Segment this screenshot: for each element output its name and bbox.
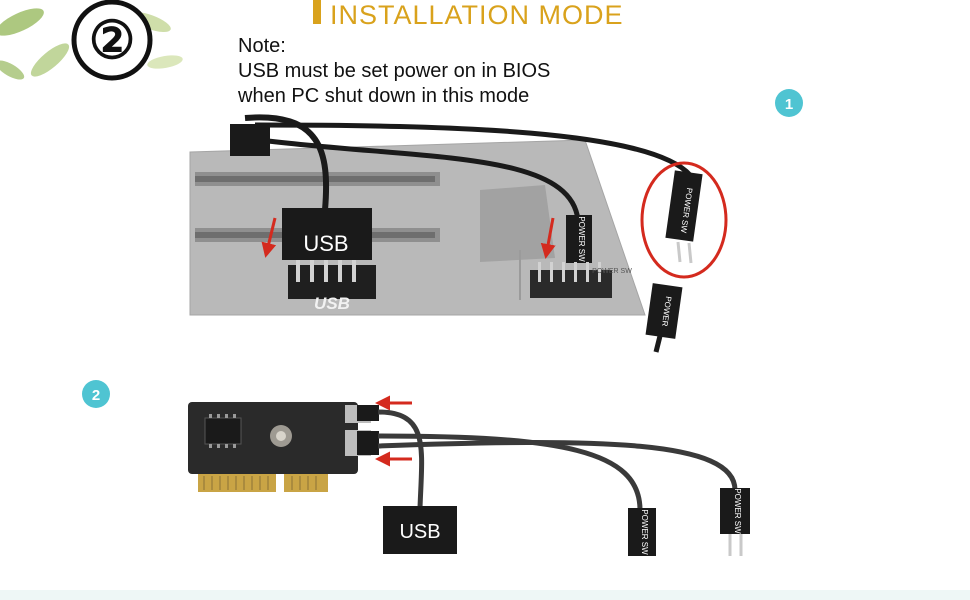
step-1-badge-label: 1	[785, 96, 793, 113]
note-heading: Note:	[238, 35, 286, 57]
step-2-badge	[82, 380, 110, 408]
power-connector	[645, 283, 683, 339]
power-connector-cable	[653, 335, 663, 353]
usb-plug-top	[282, 208, 372, 260]
power-sw-cable-bottom-2	[377, 439, 738, 491]
highlight-ring	[640, 161, 728, 279]
power-sw-plug-top-label: POWER SW	[577, 216, 586, 262]
usb-cable-top	[244, 114, 330, 211]
front-panel-header-label: POWER SW	[592, 268, 632, 275]
step-number: ②	[89, 12, 136, 70]
pin-1	[676, 241, 682, 263]
pin-2	[687, 242, 693, 264]
note-line-1: USB must be set power on in BIOS	[238, 60, 550, 82]
bottom-strip	[0, 590, 970, 600]
card-plug-top	[357, 405, 379, 421]
step-1-badge	[775, 89, 803, 117]
usb-header-top-label: USB	[314, 294, 350, 313]
usb-plug-bottom	[383, 506, 457, 554]
step-number-ring	[71, 0, 153, 81]
page-title: INSTALLATION MODE	[330, 0, 624, 30]
usb-header-top	[288, 260, 376, 299]
usb-plug-bottom-label: USB	[399, 521, 440, 543]
front-panel-header	[530, 262, 612, 298]
card-bracket-connector	[230, 124, 270, 156]
power-sw-plug-highlight	[665, 170, 703, 242]
arrow-power-sw-top	[540, 217, 556, 259]
power-sw-cable-top	[259, 137, 581, 221]
pcie-card	[188, 402, 371, 492]
power-sw-plug-top	[566, 215, 592, 263]
power-sw-plug-bottom-2	[720, 488, 750, 534]
note-line-2: when PC shut down in this mode	[237, 85, 529, 107]
power-cable-top	[254, 122, 692, 177]
power-connector-label: POWER	[660, 296, 673, 327]
title-bar-accent	[313, 0, 321, 24]
arrow-usb-top	[261, 217, 277, 258]
step-2-badge-label: 2	[92, 387, 100, 404]
power-sw-bottom-2-label: POWER SW	[733, 488, 742, 534]
usb-plug-top-label: USB	[303, 231, 348, 256]
power-sw-cable-bottom-1	[377, 433, 643, 511]
power-sw-bottom-1-label: POWER SW	[640, 509, 649, 555]
power-sw-plug-bottom-1	[628, 508, 656, 556]
card-plug-bottom	[357, 431, 379, 455]
